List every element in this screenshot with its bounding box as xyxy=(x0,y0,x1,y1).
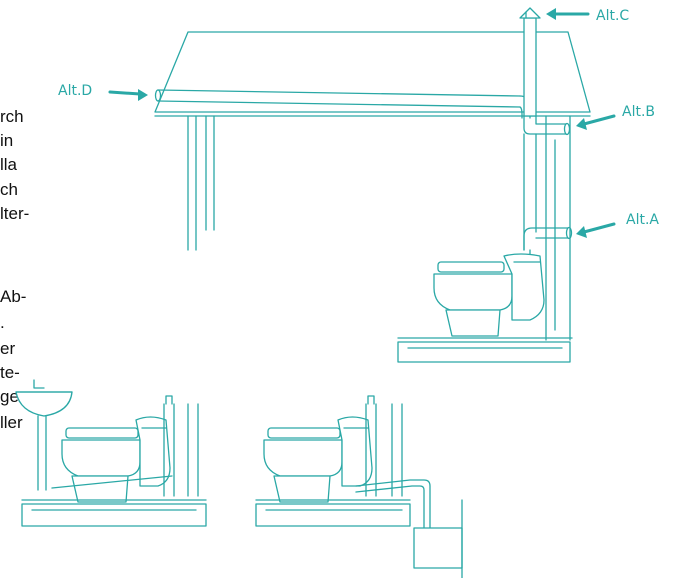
toilet-lower-left xyxy=(61,416,171,503)
vent-pipe-alt-b xyxy=(523,115,571,136)
text-fragment: lter- xyxy=(0,204,30,223)
arrow-alt-b xyxy=(576,114,616,130)
label-alt-b: Alt.B xyxy=(622,104,656,120)
vertical-vent-pipe xyxy=(523,133,537,263)
floor-lower-left xyxy=(21,499,207,527)
label-alt-a: Alt.A xyxy=(626,212,659,228)
wall-lower-left xyxy=(51,395,199,497)
label-alt-d: Alt.D xyxy=(58,83,93,99)
arrow-alt-a xyxy=(576,222,616,238)
text-fragment: ller xyxy=(0,413,23,432)
vent-stack-alt-c xyxy=(519,7,541,117)
text-fragment: te- xyxy=(0,363,20,382)
text-fragment: er xyxy=(0,339,16,358)
collection-tank xyxy=(413,527,463,569)
text-fragment: Ab- xyxy=(0,287,27,306)
toilet-upper xyxy=(433,253,545,337)
vent-pipe-alt-a xyxy=(523,226,573,251)
floor-lower-right xyxy=(255,499,463,578)
text-fragment: . xyxy=(0,313,5,332)
arrow-alt-d xyxy=(108,89,148,101)
drain-pipe-to-tank xyxy=(355,479,431,557)
text-fragment: lla xyxy=(0,155,18,174)
support-columns xyxy=(187,115,215,251)
toilet-lower-right xyxy=(263,416,373,503)
text-fragment: rch xyxy=(0,107,24,126)
text-fragment: ch xyxy=(0,180,18,199)
label-alt-c: Alt.C xyxy=(596,8,630,24)
sink xyxy=(15,379,73,491)
floor-upper xyxy=(397,337,573,363)
arrow-alt-c xyxy=(546,8,590,20)
text-fragment: in xyxy=(0,131,14,150)
